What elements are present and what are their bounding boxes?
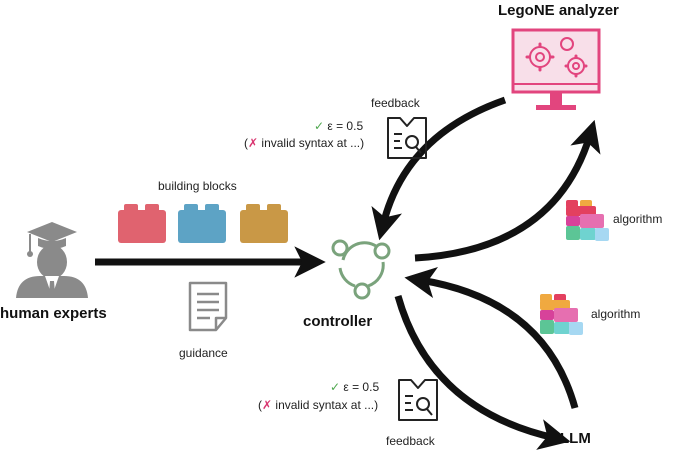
arrow-controller-to-analyzer bbox=[414, 119, 601, 262]
algorithm-blocks-icon bbox=[540, 294, 583, 335]
lego-brick-red-icon bbox=[118, 204, 166, 243]
edge-label-algorithm-top: algorithm bbox=[613, 212, 663, 226]
edge-label-guidance: guidance bbox=[179, 346, 228, 360]
feedback-fail-text: invalid syntax at ... bbox=[261, 136, 361, 150]
feedback-fail-status-bottom: (✗ invalid syntax at ...) bbox=[258, 398, 379, 412]
cross-icon: ✗ bbox=[248, 136, 259, 150]
arrows bbox=[95, 96, 601, 450]
algorithm-blocks-icon bbox=[566, 200, 609, 241]
node-label-llm: LLM bbox=[560, 430, 591, 447]
lego-brick-icon bbox=[118, 204, 288, 243]
monitor-gears-icon bbox=[511, 28, 601, 110]
feedback-fail-text: invalid syntax at ... bbox=[275, 398, 375, 412]
check-icon: ✓ bbox=[330, 380, 341, 394]
edge-label-building-blocks: building blocks bbox=[158, 179, 237, 193]
feedback-search-icon bbox=[398, 379, 438, 421]
feedback-pass-status-bottom: ✓ ε = 0.5 bbox=[330, 380, 379, 394]
feedback-search-icon bbox=[387, 117, 427, 159]
controller-network-icon bbox=[331, 239, 391, 300]
node-label-human-experts: human experts bbox=[0, 305, 107, 322]
arrow-llm-to-controller bbox=[404, 266, 579, 409]
lego-brick-blue-icon bbox=[178, 204, 226, 243]
edge-label-feedback-bottom: feedback bbox=[386, 434, 435, 448]
lego-brick-orange-icon bbox=[240, 204, 288, 243]
edge-label-algorithm-bottom: algorithm bbox=[591, 307, 641, 321]
feedback-pass-status: ✓ ε = 0.5 bbox=[314, 119, 363, 133]
feedback-fail-status: (✗ invalid syntax at ...) bbox=[244, 136, 365, 150]
feedback-pass-text: ε = 0.5 bbox=[327, 119, 364, 133]
edge-label-feedback-top: feedback bbox=[371, 96, 420, 110]
graduate-person-icon bbox=[16, 222, 88, 298]
arrow-analyzer-to-controller bbox=[371, 96, 507, 241]
node-label-analyzer: LegoNE analyzer bbox=[498, 2, 619, 19]
feedback-pass-text: ε = 0.5 bbox=[343, 380, 380, 394]
node-label-controller: controller bbox=[303, 313, 373, 330]
document-icon bbox=[188, 281, 228, 332]
arrow-controller-to-llm bbox=[394, 295, 571, 450]
check-icon: ✓ bbox=[314, 119, 325, 133]
cross-icon: ✗ bbox=[262, 398, 273, 412]
